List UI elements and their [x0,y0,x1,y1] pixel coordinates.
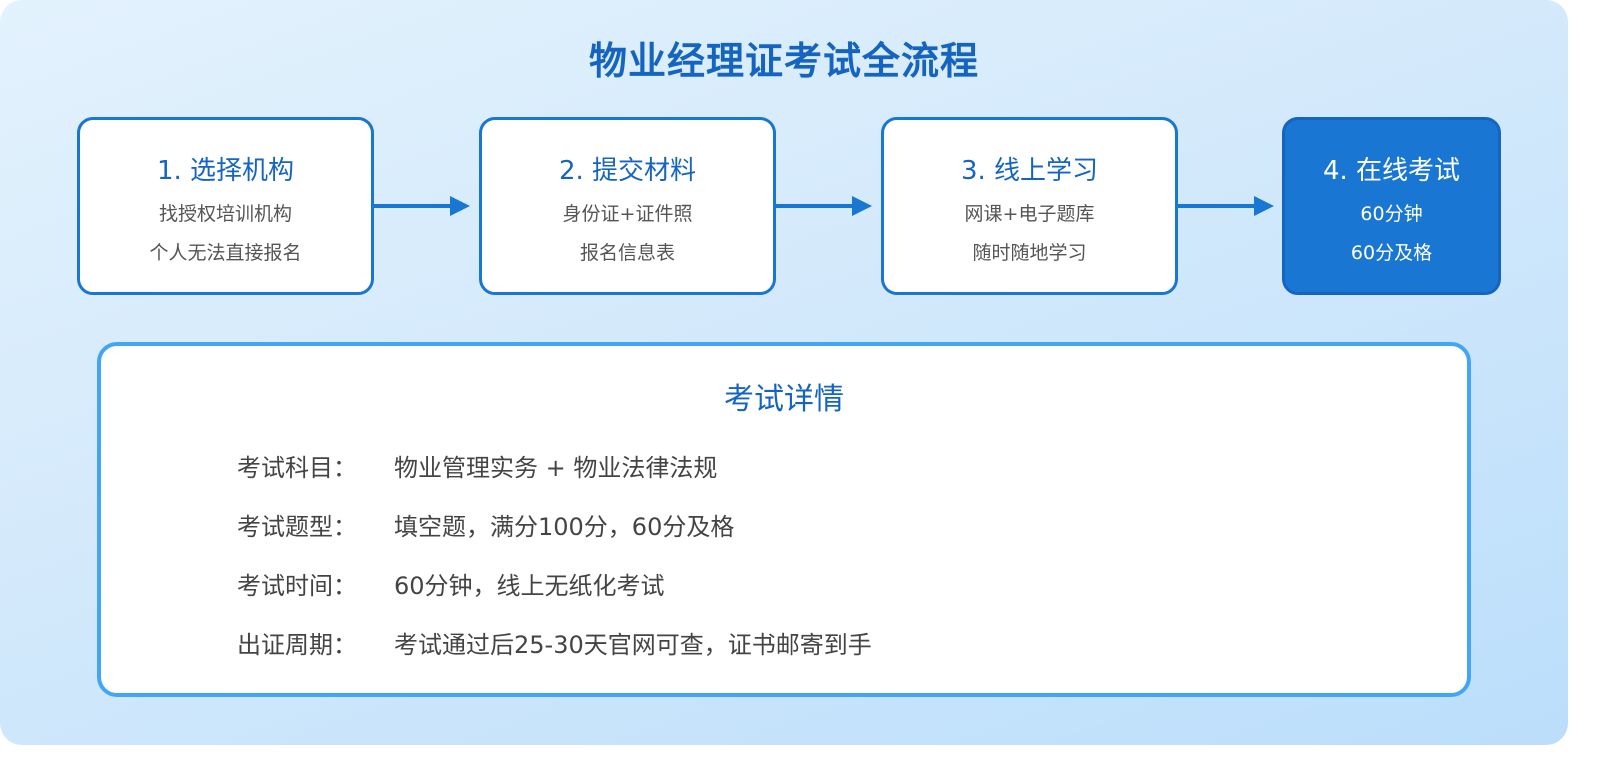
detail-label: 考试题型： [237,513,357,541]
step-title: 2. 提交材料 [558,156,697,186]
step-online-learning: 3. 线上学习 网课+电子题库 随时随地学习 [881,117,1178,295]
step-submit-materials: 2. 提交材料 身份证+证件照 报名信息表 [479,117,776,295]
arrow-right-icon [374,196,470,216]
arrow-right-icon [1178,196,1274,216]
detail-label: 出证周期： [237,631,357,659]
detail-value: 考试通过后25-30天官网可查，证书邮寄到手 [394,631,872,659]
step-detail: 网课+电子题库 [964,203,1095,225]
step-detail: 60分钟 [1360,203,1423,225]
exam-details-panel: 考试详情 考试科目： 物业管理实务 + 物业法律法规 考试题型： 填空题，满分1… [97,342,1471,697]
page-title: 物业经理证考试全流程 [588,39,979,83]
step-detail: 身份证+证件照 [562,203,693,225]
step-detail: 60分及格 [1350,242,1433,264]
step-detail: 随时随地学习 [972,242,1087,264]
step-title: 1. 选择机构 [156,156,295,186]
flow-diagram-canvas: 物业经理证考试全流程 1. 选择机构 找授权培训机构 个人无法直接报名 2. 提… [0,0,1568,745]
step-detail: 找授权培训机构 [158,203,292,225]
step-online-exam: 4. 在线考试 60分钟 60分及格 [1282,117,1501,295]
step-title: 3. 线上学习 [960,156,1099,186]
detail-value: 填空题，满分100分，60分及格 [394,513,735,541]
step-detail: 报名信息表 [579,242,675,264]
detail-label: 考试科目： [237,454,357,482]
detail-value: 60分钟，线上无纸化考试 [394,572,665,600]
step-select-institution: 1. 选择机构 找授权培训机构 个人无法直接报名 [77,117,374,295]
detail-value: 物业管理实务 + 物业法律法规 [394,454,718,482]
detail-label: 考试时间： [237,572,357,600]
step-detail: 个人无法直接报名 [149,242,302,264]
arrow-right-icon [776,196,872,216]
step-title: 4. 在线考试 [1322,156,1461,186]
details-title: 考试详情 [724,382,844,417]
